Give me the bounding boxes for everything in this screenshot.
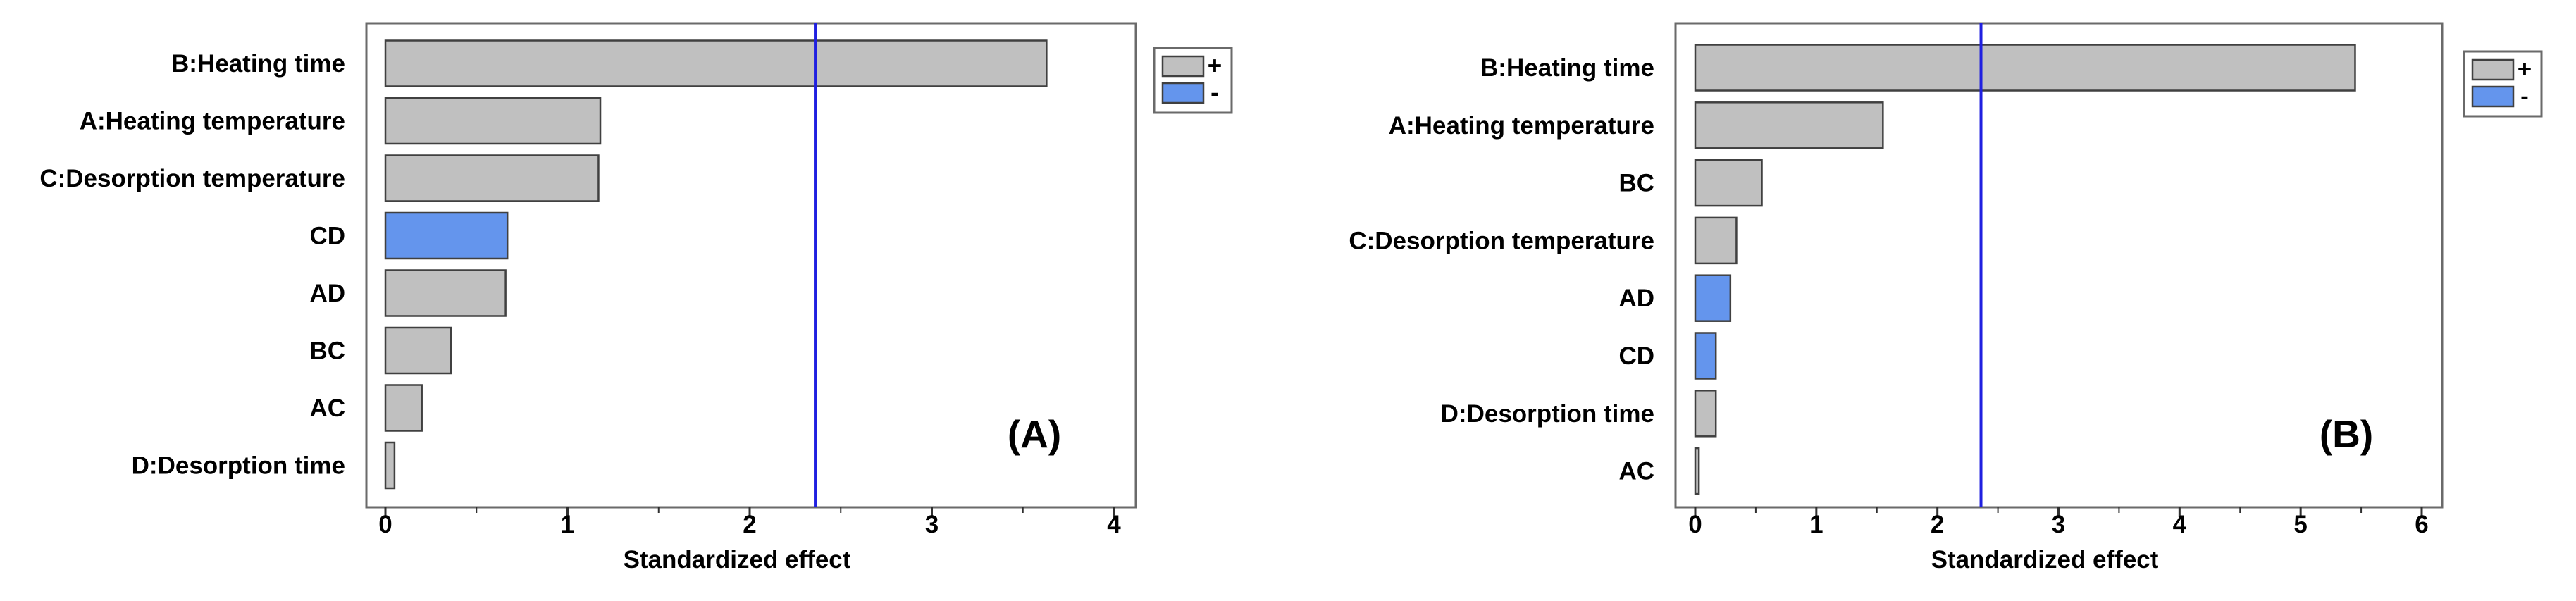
legend: +- bbox=[2463, 50, 2543, 118]
plot-frame bbox=[365, 22, 1137, 509]
category-label: AD bbox=[1618, 285, 1654, 312]
bar-b-heating-time bbox=[1694, 44, 2356, 92]
legend-label: + bbox=[2518, 56, 2532, 83]
legend-label: - bbox=[1210, 79, 1219, 106]
bar-ac bbox=[384, 384, 423, 432]
x-tick-label: 5 bbox=[2293, 511, 2307, 538]
bar-cd bbox=[1694, 332, 1717, 380]
category-label: A:Heating temperature bbox=[80, 108, 345, 135]
x-tick-label: 3 bbox=[925, 511, 939, 538]
legend-label: + bbox=[1208, 52, 1222, 80]
x-tick-label: 3 bbox=[2052, 511, 2065, 538]
category-label: CD bbox=[1618, 342, 1654, 370]
bar-b-heating-time bbox=[384, 39, 1048, 87]
x-axis-title: Standardized effect bbox=[624, 546, 851, 574]
category-label: B:Heating time bbox=[171, 50, 345, 78]
category-label: AC bbox=[309, 395, 345, 422]
bar-c-desorption-temperature bbox=[384, 154, 600, 202]
x-tick-label: 1 bbox=[1809, 511, 1823, 538]
category-label: AD bbox=[309, 280, 345, 307]
bar-ad bbox=[1694, 274, 1732, 322]
legend-swatch-positive bbox=[2471, 58, 2515, 81]
panel-label: (A) bbox=[1008, 412, 1061, 456]
bar-d-desorption-time bbox=[384, 441, 396, 490]
x-tick-label: 2 bbox=[1931, 511, 1944, 538]
category-label: CD bbox=[309, 223, 345, 250]
legend-label: - bbox=[2520, 82, 2529, 110]
x-tick-label: 1 bbox=[561, 511, 574, 538]
bar-a-heating-temperature bbox=[384, 97, 602, 145]
x-tick-label: 6 bbox=[2415, 511, 2428, 538]
category-label: AC bbox=[1618, 458, 1654, 485]
x-tick-label: 0 bbox=[1688, 511, 1702, 538]
category-label: BC bbox=[1618, 170, 1654, 197]
x-tick-label: 4 bbox=[2173, 511, 2187, 538]
legend-swatch-negative bbox=[2471, 85, 2515, 108]
category-label: D:Desorption time bbox=[1441, 400, 1654, 428]
bar-bc bbox=[1694, 159, 1763, 207]
legend-swatch-negative bbox=[1161, 82, 1205, 104]
x-axis-title: Standardized effect bbox=[1931, 546, 2159, 574]
category-label: A:Heating temperature bbox=[1389, 112, 1654, 140]
bar-c-desorption-temperature bbox=[1694, 216, 1738, 265]
bar-ad bbox=[384, 269, 507, 317]
category-label: C:Desorption temperature bbox=[1349, 227, 1654, 254]
x-tick-label: 4 bbox=[1107, 511, 1121, 538]
panel-label: (B) bbox=[2320, 412, 2373, 456]
x-tick-label: 2 bbox=[743, 511, 756, 538]
bar-d-desorption-time bbox=[1694, 390, 1717, 438]
bar-ac bbox=[1694, 447, 1700, 495]
bar-bc bbox=[384, 326, 452, 375]
category-label: BC bbox=[309, 337, 345, 365]
legend: +- bbox=[1153, 47, 1233, 114]
category-label: B:Heating time bbox=[1480, 54, 1654, 82]
x-tick-label: 0 bbox=[378, 511, 392, 538]
bar-a-heating-temperature bbox=[1694, 101, 1884, 149]
bar-cd bbox=[384, 211, 509, 260]
category-label: D:Desorption time bbox=[132, 452, 345, 480]
legend-swatch-positive bbox=[1161, 55, 1205, 78]
category-label: C:Desorption temperature bbox=[39, 165, 345, 192]
